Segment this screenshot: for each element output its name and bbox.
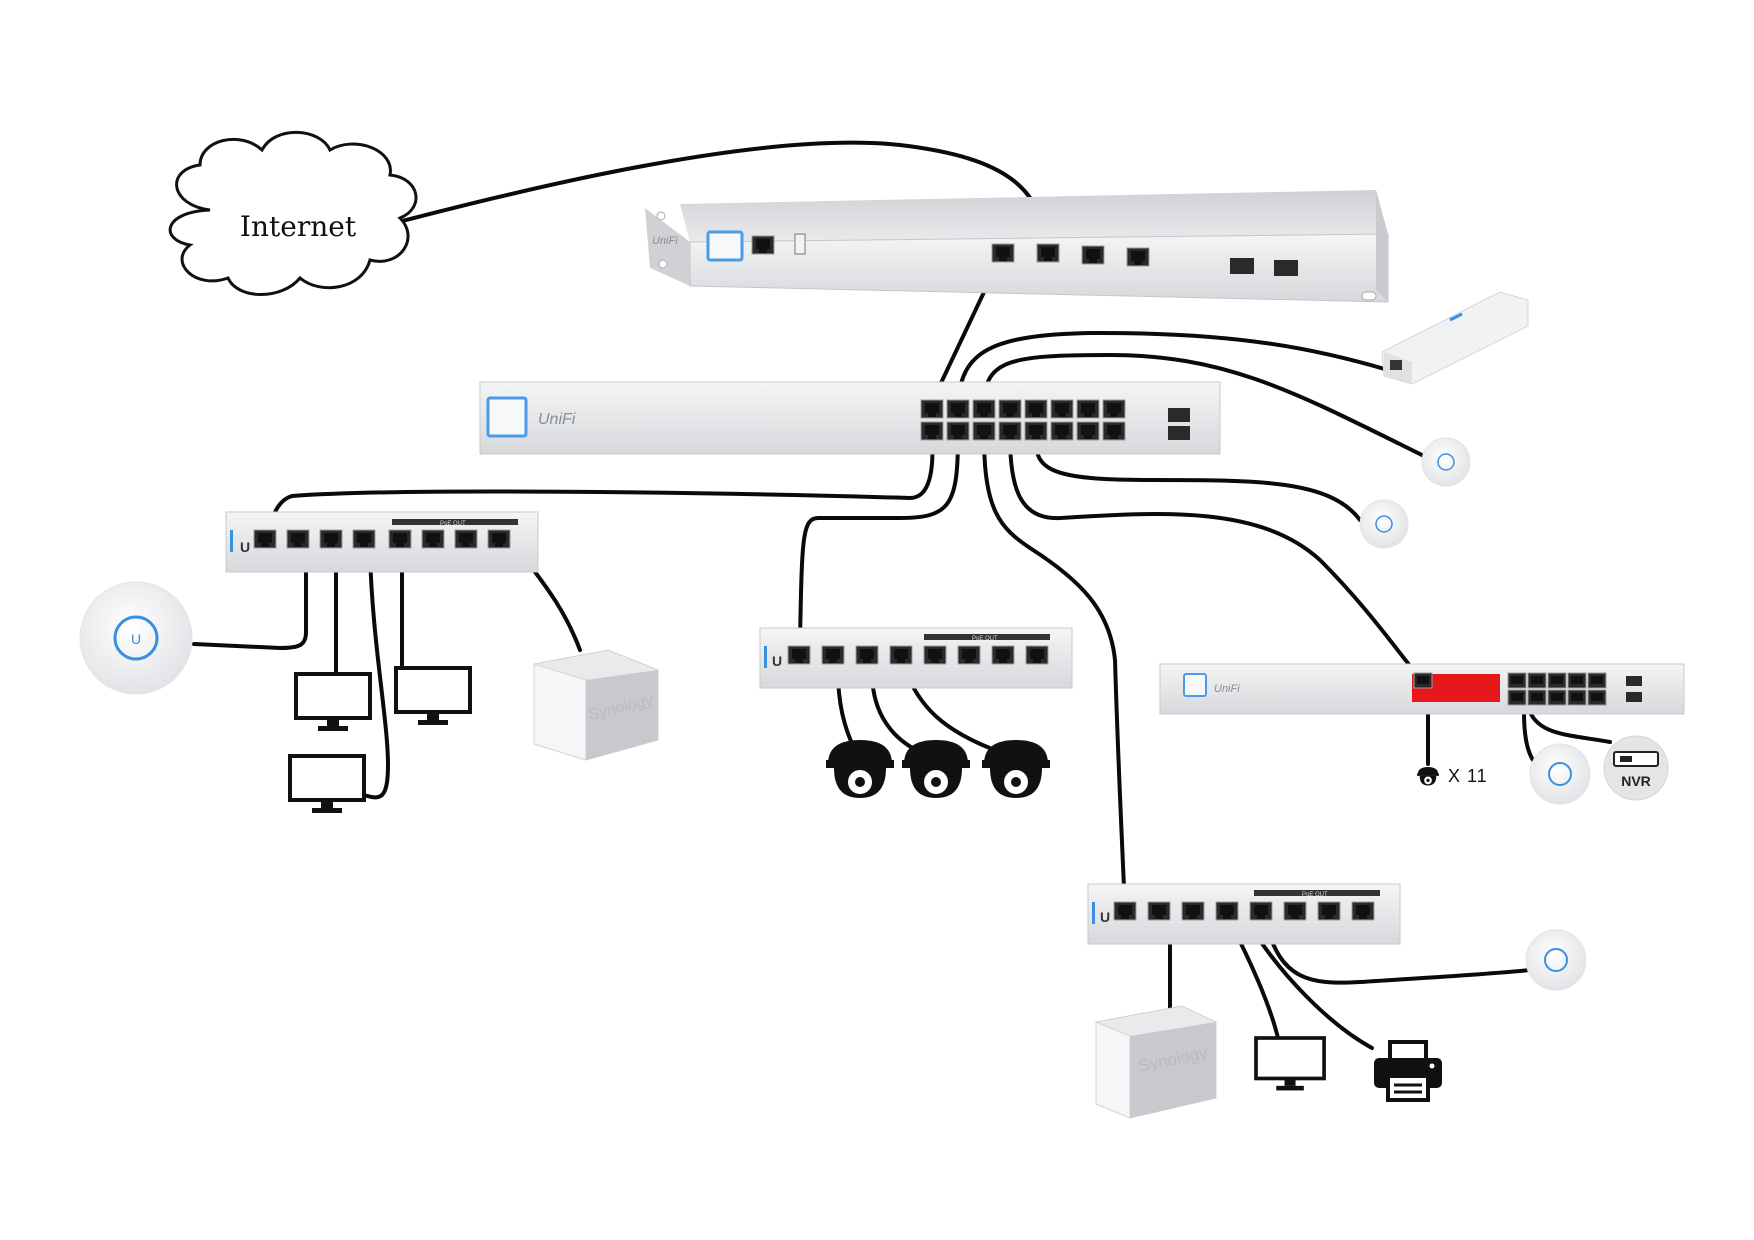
printer-icon xyxy=(1374,1040,1442,1102)
cloudkey-port-icon xyxy=(1390,360,1402,370)
cable-core-cloudkey xyxy=(956,330,1390,404)
camera-count-label: X 11 xyxy=(1448,766,1488,786)
sfp-port-icon xyxy=(1274,260,1298,276)
ap-ring-icon xyxy=(1375,515,1393,533)
switch-led-icon xyxy=(1092,902,1095,924)
cable-core-switch-left xyxy=(268,434,935,537)
core-switch-ports xyxy=(920,399,1190,441)
switch-led-icon xyxy=(230,530,233,552)
ap-poe-switch xyxy=(1529,743,1591,805)
u-logo-icon: U xyxy=(1100,909,1110,925)
switch-bottom-strip: PoE OUT xyxy=(1302,892,1328,898)
switch-8-bottom: U PoE OUT xyxy=(1087,883,1401,945)
switch-left-strip: PoE OUT xyxy=(440,521,466,527)
cable-core-ap1 xyxy=(982,353,1430,460)
sfp-port-icon xyxy=(1230,258,1254,274)
ap-core-1 xyxy=(1421,437,1471,487)
cable-poe-nvr xyxy=(1528,710,1612,744)
monitor-icon xyxy=(394,666,472,727)
switch-middle-strip: PoE OUT xyxy=(972,636,998,642)
ap-logo-icon: U xyxy=(131,631,141,647)
ap-bottom xyxy=(1525,929,1587,991)
camera-group: X 11 xyxy=(1417,766,1488,786)
u-logo-icon: U xyxy=(240,539,250,555)
cable-core-poe-switch xyxy=(1008,434,1422,680)
switch-24-poe: UniFi xyxy=(1159,663,1685,715)
gateway-ports xyxy=(751,233,1298,276)
cable-left-ap xyxy=(192,550,308,650)
cable-core-switch-bottom xyxy=(982,434,1126,890)
switch-8-middle: U PoE OUT xyxy=(759,627,1073,689)
ap-left-large: U xyxy=(79,581,193,695)
camera-icon xyxy=(902,740,970,798)
monitor-icon xyxy=(1254,1036,1326,1093)
ap-ring-icon xyxy=(1544,948,1568,972)
switch-8-left: U PoE OUT xyxy=(225,511,539,573)
nvr-icon xyxy=(1613,751,1659,767)
monitor-icon xyxy=(294,672,372,733)
cable-bottom-ap xyxy=(1264,920,1532,985)
cloudkey-led-icon xyxy=(1449,312,1463,322)
cable-left-monitor3 xyxy=(362,550,390,800)
poe-switch-ports xyxy=(1413,672,1642,706)
gateway-brand: UniFi xyxy=(652,235,678,247)
poe-switch-brand: UniFi xyxy=(1214,683,1240,695)
core-switch-logo-icon xyxy=(486,396,528,438)
ap-ring-icon xyxy=(1548,762,1572,786)
u-logo-icon: U xyxy=(772,653,782,669)
ap-ring-icon xyxy=(113,615,159,661)
nvr: NVR xyxy=(1603,735,1669,801)
switch-led-icon xyxy=(764,646,767,668)
gateway-logo-icon xyxy=(706,230,744,262)
camera-icon xyxy=(982,740,1050,798)
nvr-label: NVR xyxy=(1621,773,1651,789)
nas-bottom: Synology xyxy=(1095,1005,1217,1119)
core-switch-brand: UniFi xyxy=(538,411,576,428)
cable-core-ap2 xyxy=(1033,434,1362,522)
ap-ring-icon xyxy=(1437,453,1455,471)
internet-cloud: Internet xyxy=(168,130,418,296)
internet-label: Internet xyxy=(240,210,357,243)
cable-core-switch-middle xyxy=(798,434,960,642)
nas-left: Synology xyxy=(533,649,659,761)
camera-icon xyxy=(826,740,894,798)
camera-icon xyxy=(1417,766,1439,786)
security-gateway: UniFi xyxy=(645,190,1389,303)
poe-switch-logo-icon xyxy=(1183,673,1207,697)
usb-port-icon xyxy=(794,233,806,255)
monitor-icon xyxy=(288,754,366,815)
cable-internet-gateway xyxy=(366,140,1050,250)
core-switch-16: UniFi xyxy=(479,381,1221,455)
cloud-key xyxy=(1381,291,1529,385)
ap-core-2 xyxy=(1359,499,1409,549)
